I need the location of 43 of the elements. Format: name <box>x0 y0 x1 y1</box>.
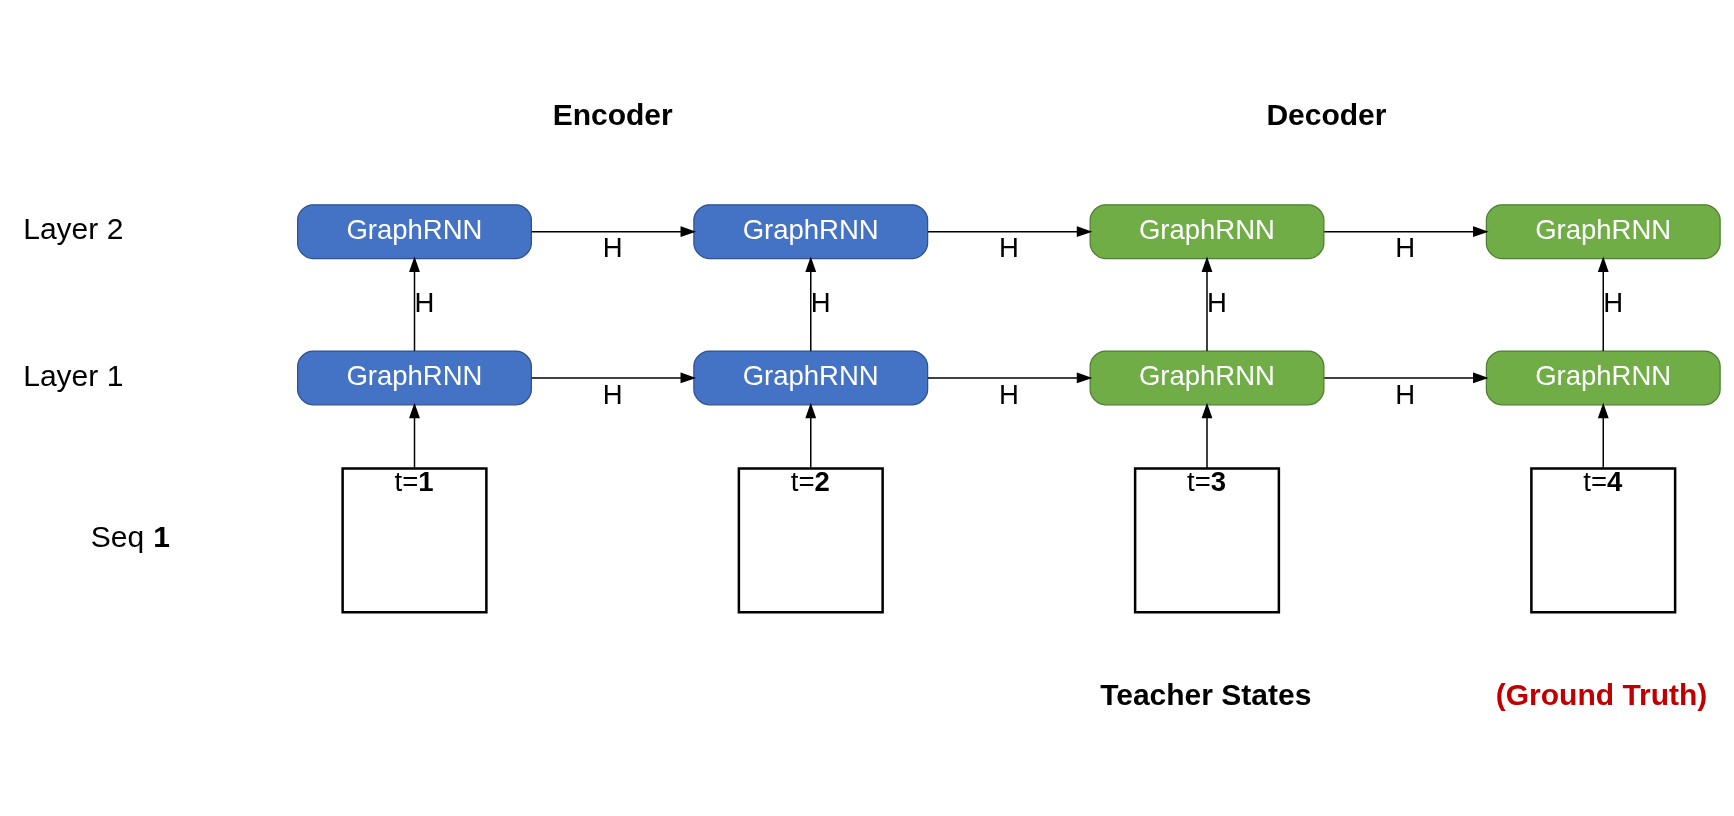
label: Layer 1 <box>23 358 124 392</box>
arrow <box>1201 256 1213 352</box>
arrow <box>927 371 1093 383</box>
label: Teacher States <box>1100 677 1312 711</box>
edge-label: H <box>1207 286 1227 318</box>
label: Layer 2 <box>23 211 124 245</box>
node-box: GraphRNN <box>1089 349 1325 405</box>
edge-label: H <box>1603 286 1624 318</box>
node-box: GraphRNN <box>1089 203 1325 259</box>
node-box: t=2 <box>737 466 884 613</box>
arrow <box>1597 402 1609 469</box>
arrow <box>531 225 697 237</box>
arrow <box>1323 225 1489 237</box>
arrow <box>927 225 1093 237</box>
edge-label: H <box>414 286 435 318</box>
label: Seq 1 <box>90 519 170 553</box>
label: Decoder <box>1266 97 1387 131</box>
edge-label: H <box>998 378 1019 410</box>
arrow <box>805 402 817 469</box>
node-box: GraphRNN <box>693 349 929 405</box>
node-box: t=1 <box>341 466 488 613</box>
edge-label: H <box>1395 378 1415 410</box>
node-box: GraphRNN <box>297 203 532 259</box>
edge-label: H <box>1395 231 1415 263</box>
node-box: GraphRNN <box>693 203 929 259</box>
arrow <box>1323 371 1489 383</box>
arrow <box>805 256 817 352</box>
arrow <box>1597 256 1609 352</box>
arrow <box>409 402 420 469</box>
edge-label: H <box>602 231 623 263</box>
edge-label: H <box>998 231 1019 263</box>
node-box: t=4 <box>1530 466 1677 613</box>
label: Encoder <box>552 97 673 131</box>
node-box: t=3 <box>1133 466 1281 613</box>
arrow <box>531 371 697 383</box>
label: (Ground Truth) <box>1495 677 1708 711</box>
node-box: GraphRNN <box>297 349 532 405</box>
edge-label: H <box>810 286 831 318</box>
node-box: GraphRNN <box>1485 203 1721 259</box>
arrow <box>409 256 420 352</box>
edge-label: H <box>602 378 623 410</box>
node-box: GraphRNN <box>1485 349 1721 405</box>
arrow <box>1201 402 1213 469</box>
